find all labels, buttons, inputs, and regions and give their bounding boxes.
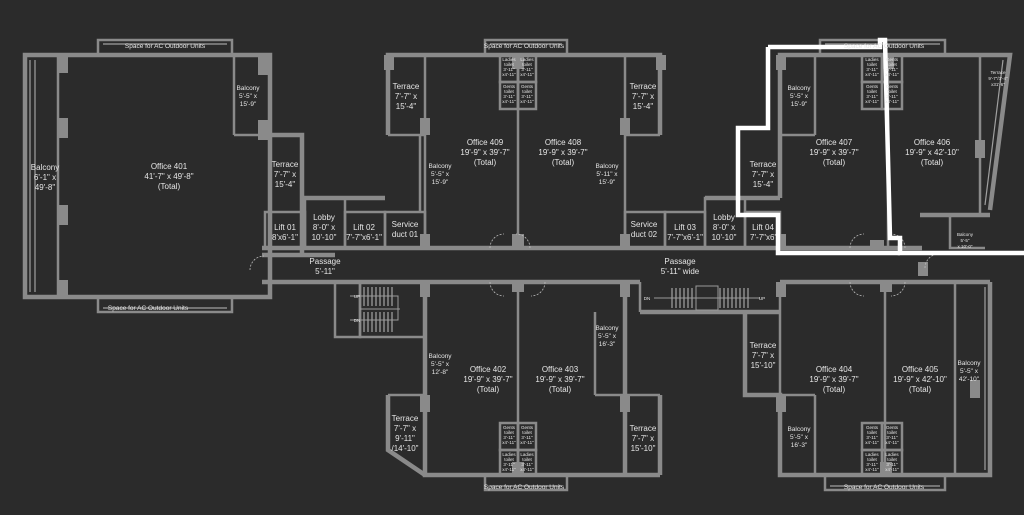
ac-label: Space for AC Outdoor Units <box>484 484 565 491</box>
ac-label: Space for AC Outdoor Units <box>484 43 565 50</box>
ac-label: Space for AC Outdoor Units <box>125 43 206 50</box>
doors <box>249 233 940 297</box>
stair-down-label: DN <box>354 318 361 323</box>
glazing <box>29 43 1004 487</box>
staircase-1 <box>350 287 400 332</box>
stair-labels: UP DN DN UP <box>354 294 765 323</box>
columns <box>58 55 985 475</box>
ac-label: Space for AC Outdoor Units <box>844 43 925 50</box>
stair-down-label: DN <box>644 296 651 301</box>
ac-label: Space for AC Outdoor Units <box>108 305 189 312</box>
ac-label: Space for AC Outdoor Units <box>844 484 925 491</box>
ac-labels: Space for AC Outdoor Units Space for AC … <box>108 43 925 491</box>
walls <box>22 38 1013 492</box>
selected-unit-highlight[interactable] <box>768 37 1024 256</box>
staircase-2 <box>654 285 760 311</box>
stair-up-label: UP <box>759 296 765 301</box>
stair-up-label: UP <box>354 294 360 299</box>
